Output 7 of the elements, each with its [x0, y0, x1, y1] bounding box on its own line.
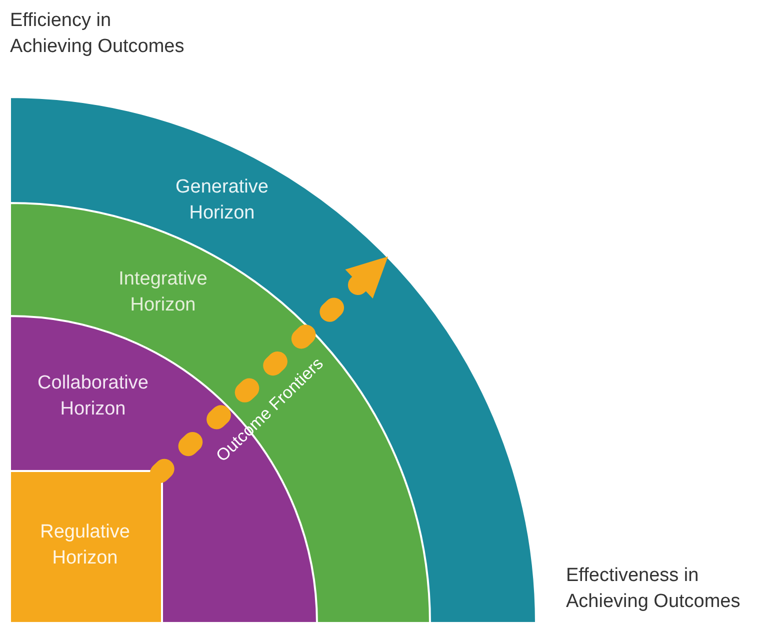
axis-label: Effectiveness in Achieving Outcomes [566, 564, 742, 614]
band-label: Regulative Horizon [39, 520, 131, 570]
band-label: Generative Horizon [174, 175, 270, 225]
axis-label: Efficiency in Achieving Outcomes [10, 9, 186, 59]
band-label: Collaborative Horizon [36, 371, 150, 421]
dotted-arrow [150, 256, 388, 483]
band-label: Integrative Horizon [118, 267, 208, 317]
